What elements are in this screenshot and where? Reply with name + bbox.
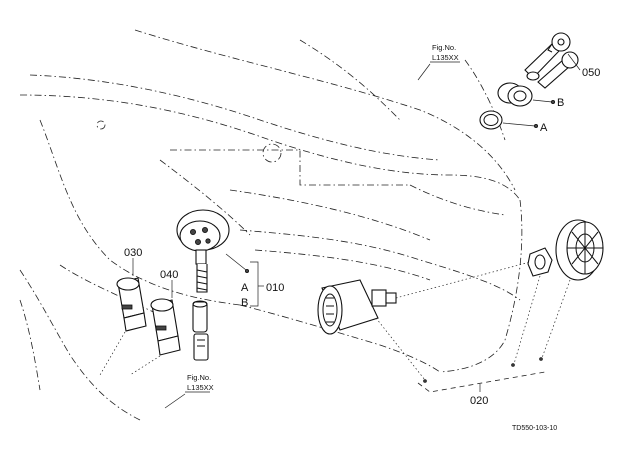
key-assembly-050 [524, 32, 581, 89]
bezel-part [541, 219, 604, 359]
part-label-020: 020 [470, 395, 488, 407]
bracket-020 [417, 357, 546, 393]
fig-ref-top: Fig.No. L135XX [417, 43, 460, 81]
fig-ref-top-line1: Fig.No. [432, 43, 456, 52]
variant-label-a-left: A [241, 282, 249, 294]
variant-label-a-right: A [540, 122, 548, 134]
drawing-code: TD550-103-10 [512, 425, 557, 432]
key-cylinder-cap [497, 82, 556, 107]
part-label-030: 030 [124, 247, 142, 259]
part-label-010: 010 [266, 282, 284, 294]
variant-label-b-left: B [241, 297, 248, 309]
switch-030 [116, 258, 147, 332]
switch-040 [150, 280, 181, 356]
fig-ref-bottom: Fig.No. L135XX [164, 373, 214, 409]
variant-label-b-right: B [557, 97, 564, 109]
tractor-body-outline [19, 29, 523, 421]
nut-part [513, 247, 553, 365]
connector-020 [317, 261, 531, 381]
key-ring-part [479, 110, 539, 130]
fig-ref-top-line2: L135XX [432, 53, 459, 62]
key-switch-010 [176, 209, 264, 361]
part-label-050: 050 [582, 67, 600, 79]
fig-ref-bottom-line1: Fig.No. [187, 373, 211, 382]
part-label-040: 040 [160, 269, 178, 281]
fig-ref-bottom-line2: L135XX [187, 383, 214, 392]
